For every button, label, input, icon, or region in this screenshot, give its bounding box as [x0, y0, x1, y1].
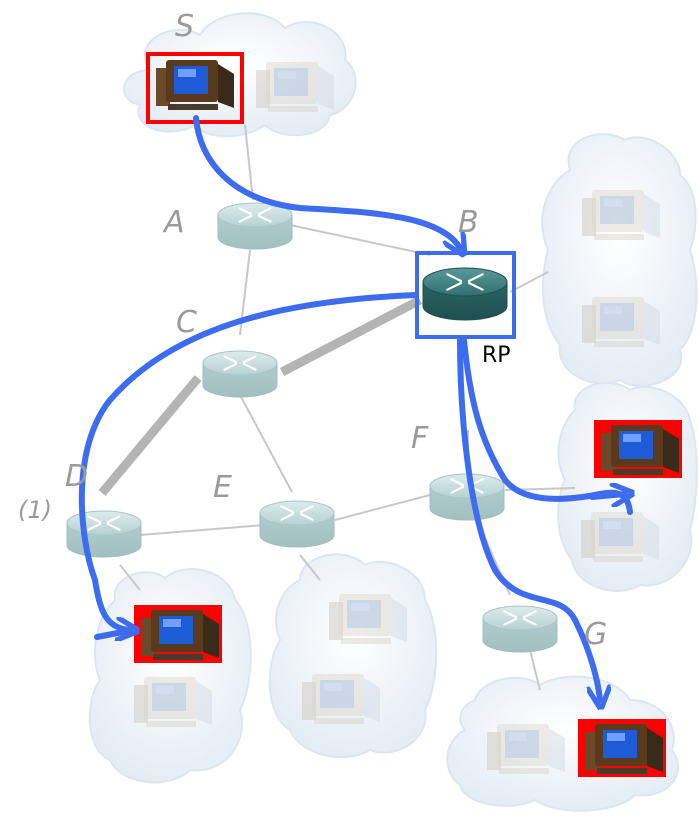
- router-g-icon: [482, 605, 558, 653]
- network-links: [119, 124, 576, 691]
- link-e-f: [334, 494, 431, 521]
- router-f-icon: [429, 473, 505, 521]
- router-a-icon: [217, 202, 293, 250]
- source-computer-icon: [146, 52, 244, 124]
- label-router-g: G: [584, 617, 607, 652]
- router-arrows-icon: [87, 515, 121, 531]
- shared-tree-links: [98, 296, 423, 496]
- label-router-b: B: [458, 205, 479, 240]
- label-rendezvous-point: RP: [482, 343, 511, 368]
- link-d-lan: [119, 564, 141, 591]
- link-s-a: [244, 124, 254, 201]
- lan-cloud-d: [88, 568, 252, 784]
- computer-icon: [582, 190, 660, 240]
- link-d-e: [139, 524, 266, 536]
- router-arrows-icon: [446, 273, 484, 291]
- label-source-s: S: [175, 9, 194, 44]
- path-rp-to-g: [457, 337, 600, 700]
- shared-link-b-c: [279, 296, 423, 376]
- link-c-e: [239, 394, 293, 493]
- router-b-rp-icon: [422, 267, 508, 321]
- router-arrows-icon: [503, 610, 537, 626]
- label-router-e: E: [213, 470, 232, 505]
- computer-icon: [487, 724, 565, 774]
- router-c-icon: [202, 350, 278, 398]
- receiver-computer-icon: [594, 420, 682, 478]
- lan-cloud-right-top: [541, 133, 698, 387]
- label-router-d: D: [65, 459, 88, 494]
- receiver-computer-icon: [578, 719, 666, 777]
- computer-icon: [329, 594, 407, 644]
- path-rp-to-d: [78, 292, 418, 630]
- computer-icon: [582, 297, 660, 347]
- label-router-c: C: [176, 305, 197, 340]
- link-e-lan: [299, 554, 321, 581]
- label-step-marker: (1): [18, 496, 52, 524]
- computer-icon: [134, 677, 212, 727]
- link-a-b: [289, 224, 431, 256]
- label-router-a: A: [162, 205, 185, 240]
- path-right-arrow: [589, 494, 625, 497]
- link-g-lan: [529, 649, 541, 691]
- lan-cloud-e: [268, 553, 438, 758]
- path-d-stub: [94, 628, 131, 640]
- computer-icon: [302, 674, 380, 724]
- path-s-to-rp: [193, 115, 460, 248]
- router-d-icon: [66, 510, 142, 558]
- multicast-paths: [78, 115, 630, 700]
- label-router-f: F: [411, 421, 429, 456]
- computer-icon: [581, 512, 659, 562]
- receiver-computer-icon: [134, 605, 222, 663]
- router-arrows-icon: [238, 207, 272, 223]
- computer-icon: [256, 62, 334, 112]
- link-b-lan: [509, 271, 549, 293]
- router-arrows-icon: [280, 505, 314, 521]
- lan-cloud-g: [446, 675, 679, 812]
- shared-link-c-d: [98, 375, 202, 496]
- router-e-icon: [259, 500, 335, 548]
- router-arrows-icon: [223, 355, 257, 371]
